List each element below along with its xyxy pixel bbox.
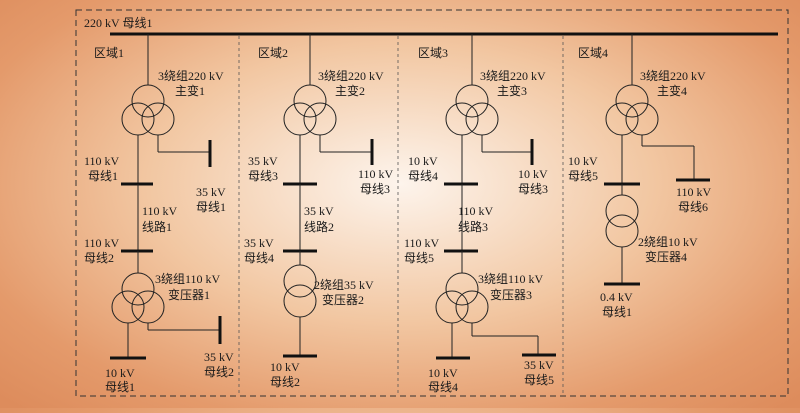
main-transformer-2 [283,84,337,136]
bus-label: 35 kV [524,358,554,372]
transformer-3-label: 3绕组110 kV [478,272,544,286]
bus-label: 母线5 [524,373,554,387]
bus-label: 110 kV [676,185,712,199]
bus-label: 10 kV [105,366,135,380]
transformer-4-label: 变压器4 [645,249,687,264]
transformer-2-label: 2绕组35 kV [314,278,374,292]
bus-label: 35 kV [244,236,274,250]
outer-frame [75,9,789,397]
bus-label: 10 kV [568,154,598,168]
zone4-label: 区域4 [578,46,608,60]
zone2-label: 区域2 [258,46,288,60]
bus-label: 母线3 [518,182,548,196]
line-label: 35 kV [304,204,334,218]
line-label: 线路1 [142,219,172,234]
zone2: 3绕组220 kV 主变2 35 kV 母线3 110 kV 母线3 35 kV… [244,34,394,389]
bus-label: 0.4 kV [600,290,633,304]
bus-label: 母线2 [84,251,114,265]
transformer-4 [605,194,639,248]
main-transformer-3 [445,84,499,136]
line-label: 110 kV [458,204,494,218]
transformer-4-label: 2绕组10 kV [638,235,698,249]
line-label: 110 kV [142,204,178,218]
zone4: 3绕组220 kV 主变4 10 kV 母线5 110 kV 母线6 2绕组10… [568,34,712,319]
bus-label: 母线1 [88,169,118,183]
main-transformer-1-label: 3绕组220 kV [158,69,224,83]
bus-label: 10 kV [270,360,300,374]
bus-label: 母线4 [428,380,458,394]
bus-label: 母线3 [248,169,278,183]
zone1-label: 区域1 [94,46,124,60]
zone1: 3绕组220 kV 主变1 110 kV 母线1 35 kV 母线1 110 k… [84,34,234,394]
bus-label: 母线1 [105,380,135,394]
transformer-1-label: 变压器1 [168,287,210,302]
bus-label: 母线5 [568,169,598,183]
bus-label: 母线1 [196,200,226,214]
zone3: 3绕组220 kV 主变3 10 kV 母线4 10 kV 母线3 110 kV… [404,34,556,394]
transformer-1-label: 3绕组110 kV [155,272,221,286]
bus-label: 母线3 [360,182,390,196]
bus-label: 10 kV [518,167,548,181]
transformer-3-label: 变压器3 [490,287,532,302]
bus-label: 母线6 [678,200,708,214]
main-transformer-3-label: 主变3 [497,83,527,98]
main-transformer-1 [121,84,175,136]
bus-label: 110 kV [84,236,120,250]
bus-label: 110 kV [404,236,440,250]
main-transformer-2-label: 3绕组220 kV [318,69,384,83]
bus-label: 母线5 [404,251,434,265]
main-transformer-1-label: 主变1 [175,83,205,98]
bus-label: 110 kV [358,167,394,181]
transformer-2-label: 变压器2 [322,292,364,307]
transformer-2 [283,264,317,318]
bus-label: 35 kV [196,185,226,199]
line-label: 线路2 [304,219,334,234]
bus-label: 母线4 [408,169,438,183]
zone3-label: 区域3 [418,46,448,60]
bus-label: 母线1 [602,305,632,319]
bus-label: 10 kV [428,366,458,380]
bus-label: 母线4 [244,251,274,265]
bus-label: 母线2 [204,365,234,379]
bus-label: 35 kV [204,350,234,364]
line-label: 线路3 [458,219,488,234]
main-transformer-4 [605,84,659,136]
main-bus-label: 220 kV 母线1 [84,16,152,30]
main-transformer-2-label: 主变2 [335,83,365,98]
bus-label: 母线2 [270,375,300,389]
bus-label: 110 kV [84,154,120,168]
main-transformer-4-label: 3绕组220 kV [640,69,706,83]
bus-label: 35 kV [248,154,278,168]
main-transformer-3-label: 3绕组220 kV [480,69,546,83]
bus-label: 10 kV [408,154,438,168]
main-transformer-4-label: 主变4 [657,83,687,98]
